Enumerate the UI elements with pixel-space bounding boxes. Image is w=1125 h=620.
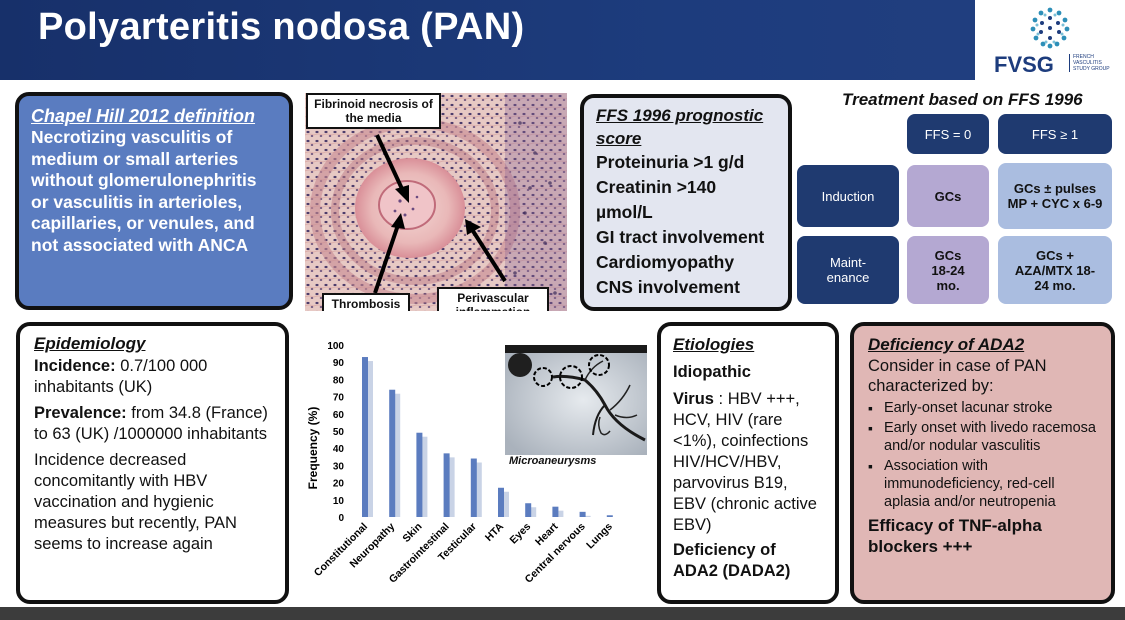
etiology-idiopathic: Idiopathic — [673, 363, 751, 381]
page-title: Polyarteritis nodosa (PAN) — [38, 6, 525, 48]
chart-xtick-label: Lungs — [584, 521, 615, 552]
ffs-item: CNS involvement — [596, 277, 740, 297]
chart-ytick-label: 0 — [338, 513, 344, 524]
chart-bar-shadow — [366, 361, 373, 517]
chart-bar — [362, 357, 368, 517]
histology-image: Fibrinoid necrosis of the media Thrombos… — [305, 93, 567, 311]
epidemiology-box: Epidemiology Incidence: 0.7/100 000 inha… — [16, 322, 289, 604]
chart-bar — [389, 389, 396, 517]
logo-subtitle: French Vasculitis Study Group — [1069, 54, 1115, 72]
chapel-hill-box: Chapel Hill 2012 definition Necrotizing … — [15, 92, 293, 310]
angiography-image — [505, 345, 647, 455]
treatment-title: Treatment based on FFS 1996 — [842, 90, 1083, 109]
treatment-row-maintenance: Maint-enance — [797, 236, 899, 304]
chart-ytick-label: 60 — [333, 410, 345, 421]
ada2-title: Deficiency of ADA2 — [868, 335, 1025, 354]
epidemiology-title: Epidemiology — [34, 334, 146, 353]
prevalence-value: from 34.8 (France) to 63 (UK) /1000000 i… — [34, 404, 268, 443]
callout-fibrinoid-necrosis: Fibrinoid necrosis of the media — [306, 93, 441, 129]
induction-ffs0-cell: GCs — [907, 165, 989, 227]
ffs-item: Cardiomyopathy — [596, 252, 735, 272]
logo-dots-icon — [1030, 7, 1070, 49]
ffs-item: Creatinin >140 µmol/L — [596, 177, 717, 222]
chart-bar-shadow — [529, 507, 537, 517]
chart-bar — [498, 487, 504, 517]
chart-bar-shadow — [583, 515, 591, 517]
virus-text: : HBV +++, HCV, HIV (rare <1%), coinfect… — [673, 390, 817, 534]
chart-bar-shadow — [393, 393, 401, 517]
list-item: Association with immunodeficiency, red-c… — [868, 457, 1097, 511]
microaneurysms-label: Microaneurysms — [509, 455, 597, 467]
histology-picture — [305, 93, 567, 311]
chart-bar — [579, 511, 586, 517]
chart-ytick-label: 70 — [333, 393, 345, 404]
ada2-intro: Consider in case of PAN characterized by… — [868, 357, 1047, 395]
chart-bar-shadow — [474, 462, 482, 517]
chart-xtick-label: Eyes — [507, 521, 533, 547]
chart-xtick-label: HTA — [483, 520, 506, 543]
angiography-picture — [505, 345, 647, 455]
callout-thrombosis: Thrombosis — [322, 293, 410, 311]
etiology-virus: Virus : HBV +++, HCV, HIV (rare <1%), co… — [673, 389, 823, 536]
maintenance-ffs0-cell: GCs 18-24 mo. — [907, 236, 989, 304]
chart-bar-shadow — [502, 491, 509, 517]
ffs-score-box: FFS 1996 prognostic score Proteinuria >1… — [580, 94, 792, 311]
chart-bar — [416, 432, 423, 517]
frequency-chart-svg: Frequency (%) 0102030405060708090100Cons… — [306, 341, 615, 586]
list-item: Early-onset lacunar stroke — [868, 399, 1097, 417]
chart-ytick-label: 40 — [333, 444, 345, 455]
chart-bar — [552, 506, 559, 517]
ffs-item: GI tract involvement — [596, 227, 765, 247]
chart-bar — [606, 515, 613, 517]
treatment-col-ffs1: FFS ≥ 1 — [998, 114, 1112, 154]
chart-bar — [525, 503, 532, 517]
prevalence-label: Prevalence: — [34, 404, 127, 422]
ada2-list: Early-onset lacunar stroke Early onset w… — [868, 399, 1097, 511]
chart-ytick-label: 30 — [333, 461, 345, 472]
chart-ylabel: Frequency (%) — [306, 407, 320, 490]
maintenance-ffs1-cell: GCs + AZA/MTX 18-24 mo. — [998, 236, 1112, 304]
chart-ytick-label: 10 — [333, 496, 345, 507]
etiologies-box: Etiologies Idiopathic Virus : HBV +++, H… — [657, 322, 839, 604]
chart-ytick-label: 80 — [333, 375, 345, 386]
fvsg-logo: FVSG French Vasculitis Study Group — [975, 0, 1125, 80]
ada2-box: Deficiency of ADA2 Consider in case of P… — [850, 322, 1115, 604]
chapel-hill-title: Chapel Hill 2012 definition — [31, 106, 256, 126]
ffs-item: Proteinuria >1 g/d — [596, 152, 745, 172]
chapel-hill-definition: Necrotizing vasculitis of medium or smal… — [31, 127, 257, 255]
chart-ytick-label: 50 — [333, 427, 345, 438]
chart-ytick-label: 90 — [333, 358, 345, 369]
chart-bar — [470, 458, 477, 517]
chart-bar-shadow — [556, 510, 564, 517]
chart-xtick-label: Skin — [400, 521, 424, 545]
treatment-row-induction: Induction — [797, 165, 899, 227]
chart-ytick-label: 100 — [327, 341, 344, 352]
chart-bar-shadow — [420, 436, 428, 517]
prevalence-text: Prevalence: from 34.8 (France) to 63 (UK… — [34, 403, 271, 445]
incidence-text: Incidence: 0.7/100 000 inhabitants (UK) — [34, 356, 271, 398]
etiologies-title: Etiologies — [673, 335, 755, 354]
callout-perivascular-inflammation: Perivascular inflammation — [437, 287, 549, 311]
induction-ffs1-cell: GCs ± pulses MP + CYC x 6-9 — [998, 163, 1112, 229]
chart-ytick-label: 20 — [333, 479, 345, 490]
footer-bar — [0, 607, 1125, 620]
chart-bar — [443, 453, 450, 517]
incidence-value: 0.7/100 000 inhabitants (UK) — [34, 357, 208, 396]
ada2-efficacy: Efficacy of TNF-alpha blockers +++ — [868, 516, 1042, 556]
incidence-label: Incidence: — [34, 357, 116, 375]
virus-label: Virus — [673, 390, 714, 408]
incidence-note: Incidence decreased concomitantly with H… — [34, 451, 237, 553]
logo-text: FVSG — [994, 52, 1054, 77]
title-banner: Polyarteritis nodosa (PAN) — [0, 0, 1125, 80]
chart-bar-shadow — [447, 457, 455, 517]
ffs-title: FFS 1996 prognostic score — [596, 106, 764, 148]
etiology-dada2: Deficiency of ADA2 (DADA2) — [673, 541, 791, 580]
list-item: Early onset with livedo racemosa and/or … — [868, 419, 1097, 455]
treatment-col-ffs0: FFS = 0 — [907, 114, 989, 154]
